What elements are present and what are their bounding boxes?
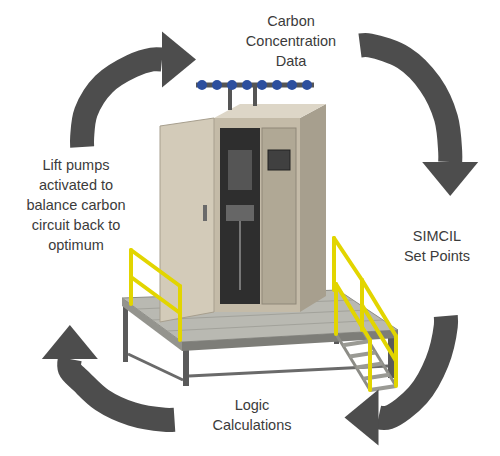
stage-text: Carbon Concentration Data: [236, 11, 346, 71]
railing-post: [368, 340, 372, 390]
safety-railing: [131, 238, 396, 390]
cabinet-door: [160, 118, 214, 322]
valve: [287, 80, 297, 90]
cabinet-panel: [262, 128, 296, 304]
cabinet-front: [214, 118, 300, 312]
cabinet-side: [300, 104, 326, 312]
cabinet-component: [228, 150, 252, 190]
cabinet-component: [226, 205, 254, 221]
stair-step: [363, 375, 389, 379]
arrow-band: [360, 45, 450, 162]
stage-label: Lift pumps activated to balance carbon c…: [15, 147, 138, 325]
cycle-arrow: [82, 32, 196, 148]
arrow-band: [69, 359, 174, 420]
arrow-band: [379, 316, 447, 418]
stair-stringer: [336, 334, 370, 390]
arrow-head: [162, 32, 196, 88]
valve: [197, 80, 207, 90]
stage-text: Lift pumps activated to balance carbon c…: [19, 155, 134, 255]
platform-beam: [128, 354, 183, 380]
stage-label: SIMCIL Set Points: [393, 196, 481, 316]
cycle-arrow: [360, 45, 478, 196]
stair-step: [343, 341, 369, 345]
stair-step: [370, 386, 396, 390]
arrow-head: [42, 325, 98, 359]
cycle-arrow: [42, 325, 175, 420]
stage-text: SIMCIL Set Points: [397, 226, 477, 266]
valve: [302, 80, 312, 90]
cycle-arrow: [345, 316, 447, 445]
platform-leg: [183, 348, 189, 386]
valve: [257, 80, 267, 90]
deck-grating: [167, 320, 383, 331]
cabinet-pipe: [239, 221, 241, 290]
valve: [242, 80, 252, 90]
railing-rail: [334, 238, 362, 280]
railing-rail: [131, 277, 180, 313]
manifold-pipe: [253, 86, 257, 106]
stage-text: Logic Calculations: [205, 395, 300, 435]
door-handle: [203, 205, 207, 221]
cabinet-interior: [220, 128, 260, 304]
arrow-head: [345, 389, 379, 445]
valve: [272, 80, 282, 90]
railing-rail: [362, 280, 396, 336]
valve: [227, 80, 237, 90]
arrow-band: [82, 59, 162, 147]
railing-post: [334, 284, 338, 334]
arrow-head: [422, 162, 478, 196]
valve: [212, 80, 222, 90]
stage-label: Carbon Concentration Data: [196, 7, 360, 77]
stage-label: Logic Calculations: [175, 391, 345, 439]
control-screen: [268, 150, 290, 170]
railing-rail: [362, 305, 396, 361]
